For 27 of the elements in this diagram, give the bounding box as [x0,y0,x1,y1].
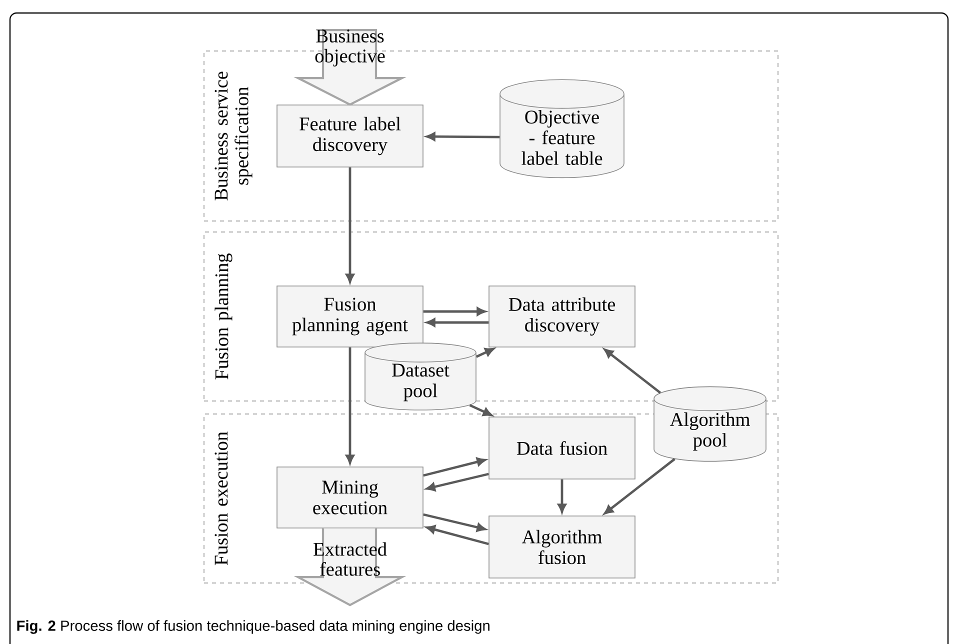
arrow [346,347,354,464]
arrow [426,472,489,492]
process-box: Mining execution [276,466,424,528]
arrow [469,404,492,416]
block-arrow [294,527,406,606]
arrow [423,458,486,477]
process-box: Data fusion [488,416,636,480]
process-box: Algorithm fusion [488,516,636,578]
database-cylinder: Dataset pool [364,342,476,410]
database-cylinder: Objective - feature label table [500,79,624,178]
arrow [604,458,676,514]
arrow [423,307,486,316]
arrow [604,348,662,394]
block-arrow [294,28,406,106]
edge-label: Extracted features [314,542,387,576]
process-box: Data attribute discovery [488,286,636,348]
figure-caption: Fig. 2 Process flow of fusion technique-based data mining engine design [17,620,490,634]
arrow [346,167,354,283]
arrow [558,479,566,513]
process-box: Fusion planning agent [276,286,424,348]
arrow [476,348,494,358]
arrow [426,318,489,327]
database-cylinder: Algorithm pool [654,386,766,462]
arrow [426,525,489,546]
arrow [423,513,486,532]
arrow [426,132,500,141]
process-box: Feature label discovery [276,104,424,168]
